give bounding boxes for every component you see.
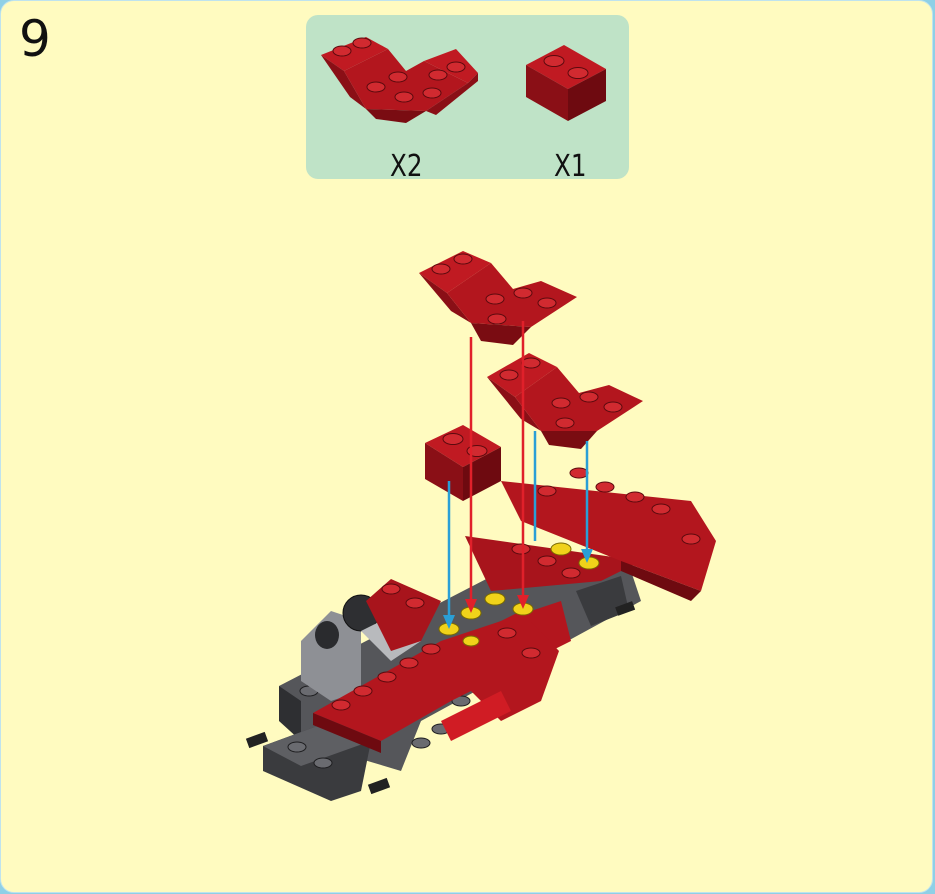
- new-part-slope-middle: [487, 353, 643, 449]
- new-part-brick: [425, 425, 501, 501]
- new-part-slope-top: [419, 251, 577, 345]
